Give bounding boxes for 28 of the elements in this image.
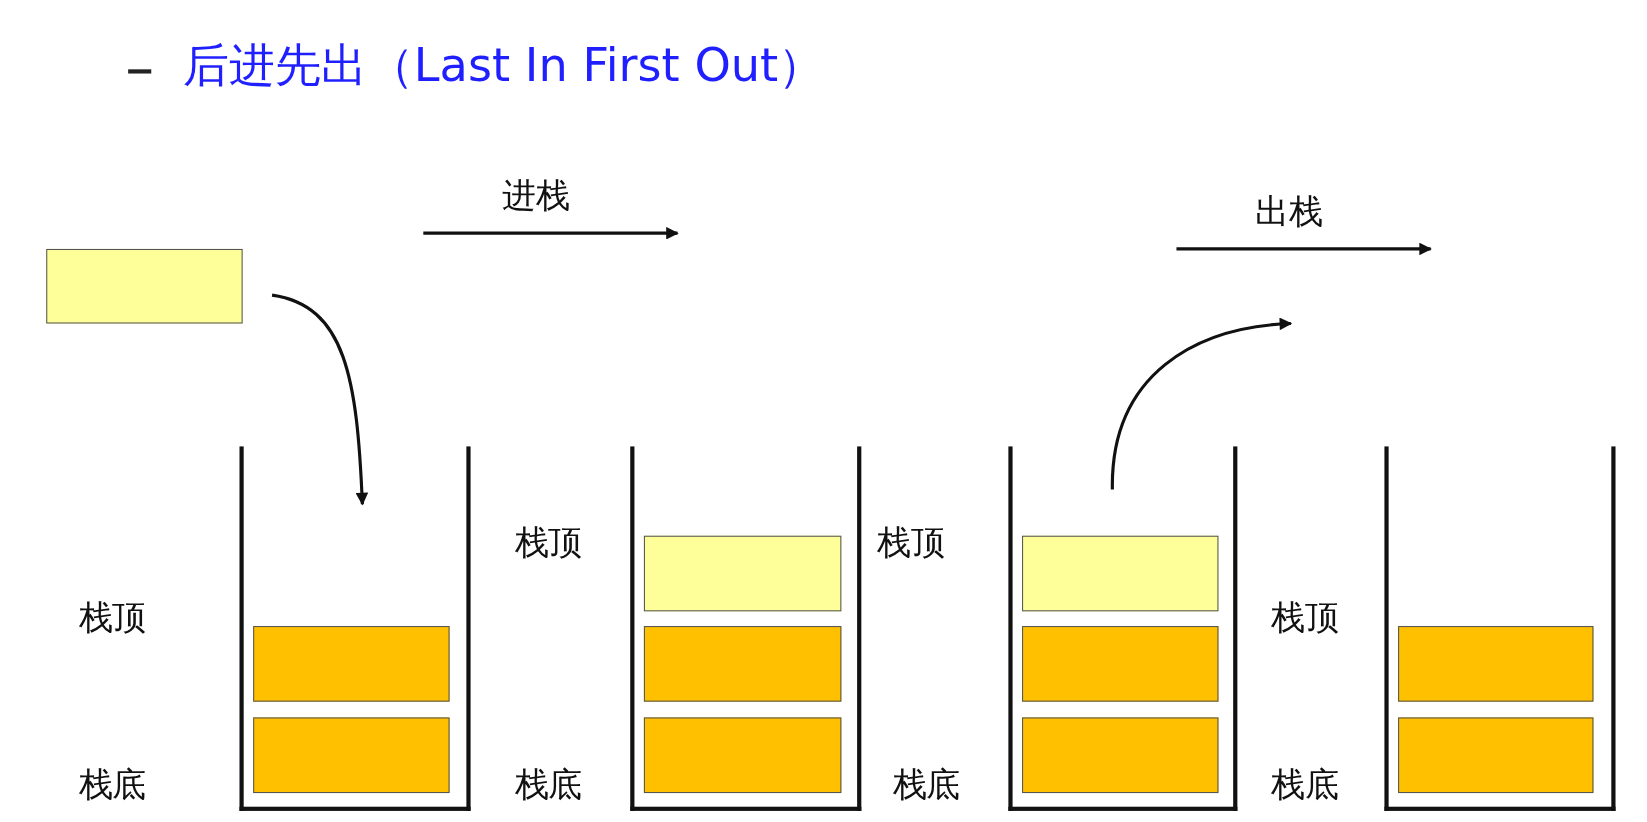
operation-label: 进栈 bbox=[502, 178, 570, 213]
title: 后进先出（Last In First Out） bbox=[182, 39, 825, 91]
stack-element-block bbox=[253, 717, 450, 794]
stack-element-block bbox=[643, 535, 842, 612]
stack-bottom-label: 栈底 bbox=[892, 767, 961, 802]
stack-top-label: 栈顶 bbox=[78, 600, 146, 635]
stack-bottom-label: 栈底 bbox=[1271, 767, 1339, 802]
stack-element-block bbox=[1022, 535, 1219, 612]
stack-element-block bbox=[1022, 626, 1219, 702]
stack-element-block bbox=[643, 717, 842, 794]
stack-container bbox=[239, 446, 471, 811]
stack-top-label: 栈顶 bbox=[877, 525, 945, 559]
stack-bottom-label: 栈底 bbox=[78, 767, 146, 802]
stack-container bbox=[1384, 446, 1616, 811]
stack-element-block bbox=[643, 626, 842, 702]
stack-element-block bbox=[1398, 626, 1594, 702]
stack-element-block bbox=[253, 626, 450, 702]
operation-label: 出栈 bbox=[1255, 194, 1323, 228]
curved-arrow bbox=[271, 293, 369, 506]
stack-bottom-label: 栈底 bbox=[514, 767, 582, 802]
new-element-block bbox=[46, 248, 243, 324]
stack-top-label: 栈顶 bbox=[514, 525, 582, 559]
stack-container bbox=[630, 446, 862, 811]
stack-top-label: 栈顶 bbox=[1271, 600, 1339, 635]
curved-arrow bbox=[1110, 318, 1293, 490]
stack-element-block bbox=[1398, 717, 1594, 794]
stack-container bbox=[1008, 446, 1238, 811]
stack-element-block bbox=[1022, 717, 1219, 794]
